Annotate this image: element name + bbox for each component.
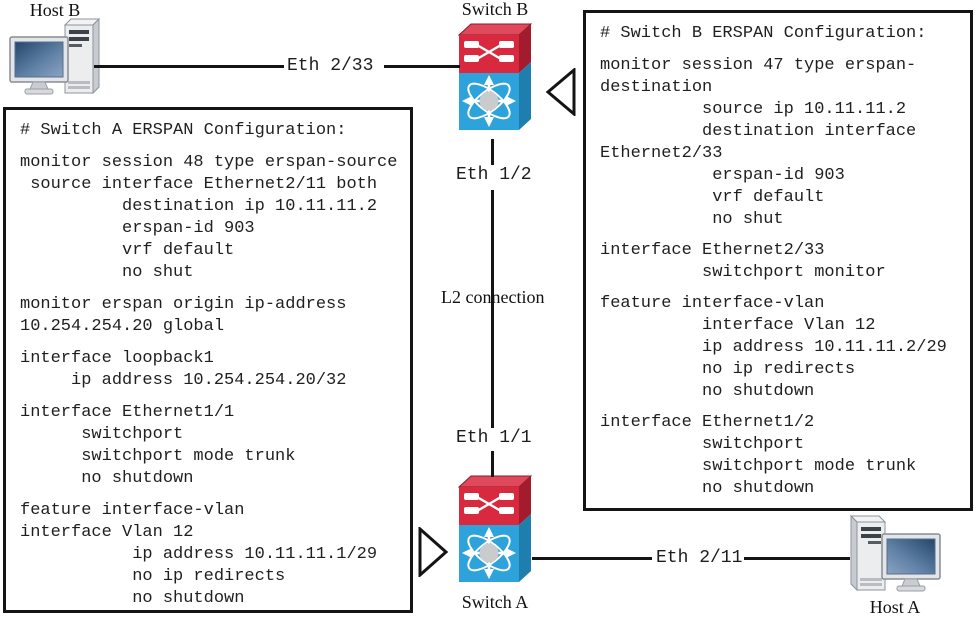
host-a-icon xyxy=(850,515,941,592)
switch-b-label: Switch B xyxy=(461,0,529,19)
eth-1-1-label: Eth 1/1 xyxy=(456,428,532,448)
config-paragraph: interface Ethernet2/33 switchport monito… xyxy=(600,241,886,282)
host-b-icon xyxy=(9,18,100,95)
eth-2-11-label: Eth 2/11 xyxy=(656,548,743,568)
arrow-to-switch-b-icon xyxy=(545,68,576,116)
host-a-label: Host A xyxy=(869,597,921,617)
switch-a-config-title: # Switch A ERSPAN Configuration: xyxy=(20,121,347,140)
switch-b-config-box: # Switch B ERSPAN Configuration: monitor… xyxy=(583,10,973,511)
config-paragraph: interface loopback1 ip address 10.254.25… xyxy=(20,349,347,390)
config-paragraph: feature interface-vlan interface Vlan 12… xyxy=(600,294,947,401)
switch-a-icon xyxy=(457,474,533,584)
l2-connection-label: L2 connection xyxy=(441,287,545,307)
trunk-line-middle xyxy=(491,190,494,428)
trunk-line-top xyxy=(491,139,494,165)
switch-b-config-body: monitor session 47 type erspan- destinat… xyxy=(600,55,956,500)
arrow-to-switch-a-icon xyxy=(418,527,449,577)
host-b-label: Host B xyxy=(29,0,81,20)
switch-a-config-body: monitor session 48 type erspan-source so… xyxy=(20,152,398,610)
config-paragraph: monitor erspan origin ip-address 10.254.… xyxy=(20,295,347,336)
config-paragraph: interface Ethernet1/1 switchport switchp… xyxy=(20,403,296,488)
switch-b-config-title: # Switch B ERSPAN Configuration: xyxy=(600,24,927,43)
config-paragraph: feature interface-vlan interface Vlan 12… xyxy=(20,501,378,608)
config-paragraph: monitor session 47 type erspan- destinat… xyxy=(600,56,917,229)
link-hostb-switchb-line-left xyxy=(94,65,284,68)
link-switcha-hosta-line-left xyxy=(532,557,652,560)
switch-a-config-box: # Switch A ERSPAN Configuration: monitor… xyxy=(3,107,413,613)
eth-1-2-label: Eth 1/2 xyxy=(456,165,532,185)
link-hostb-switchb-line-right xyxy=(384,65,460,68)
switch-a-label: Switch A xyxy=(461,592,529,612)
config-paragraph: interface Ethernet1/2 switchport switchp… xyxy=(600,413,917,498)
config-paragraph: monitor session 48 type erspan-source so… xyxy=(20,153,398,282)
link-switcha-hosta-line-right xyxy=(744,557,850,560)
switch-b-icon xyxy=(457,22,533,132)
trunk-line-bottom xyxy=(491,451,494,477)
eth-2-33-label: Eth 2/33 xyxy=(287,56,374,76)
